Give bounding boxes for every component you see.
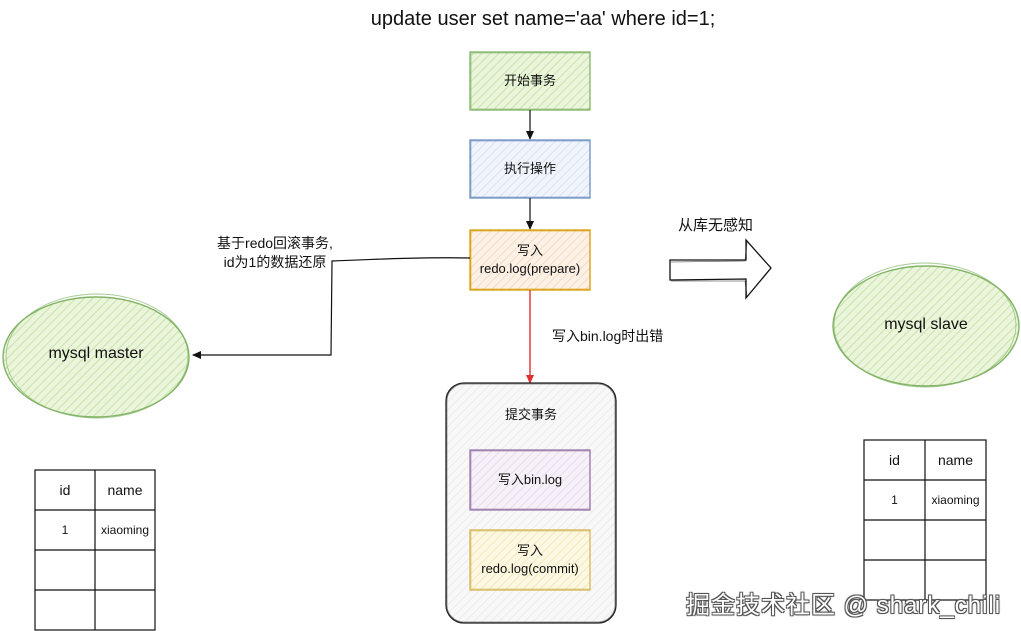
commit-group-label: 提交事务 — [504, 407, 557, 422]
mysql-slave-label: mysql slave — [884, 316, 968, 333]
execute-operation-label: 执行操作 — [503, 161, 556, 176]
mysql-master-node — [2, 293, 190, 419]
begin-transaction-label: 开始事务 — [503, 73, 556, 88]
slave-cell-id: 1 — [891, 493, 898, 507]
master-cell-id: 1 — [61, 523, 69, 537]
error-label: 写入bin.log时出错 — [552, 328, 664, 344]
master-table-grid — [34, 469, 156, 631]
slave-cell-name: xiaoming — [931, 493, 980, 507]
master-header-id: id — [59, 482, 71, 498]
mysql-slave-node — [832, 262, 1020, 388]
rollback-label: 基于redo回滚事务, id为1的数据还原 — [217, 235, 333, 270]
rollback-arrow — [192, 257, 471, 359]
watermark-text: 掘金技术社区 @ shark_chili — [686, 592, 1002, 619]
slave-table-grid — [863, 439, 987, 601]
execute-operation-box — [469, 139, 591, 199]
begin-transaction-box — [469, 51, 591, 111]
master-header-name: name — [107, 482, 143, 498]
slave-unaware-label: 从库无感知 — [678, 217, 754, 234]
slave-block-arrow — [669, 238, 772, 300]
slave-header-id: id — [889, 452, 900, 468]
sql-title: update user set name='aa' where id=1; — [370, 8, 716, 30]
binlog-write-label: 写入bin.log — [497, 472, 563, 487]
binlog-write-box — [469, 449, 591, 511]
master-cell-name: xiaoming — [100, 523, 150, 537]
slave-header-name: name — [937, 452, 974, 468]
mysql-master-label: mysql master — [48, 345, 144, 362]
redo-commit-box — [469, 529, 591, 591]
redo-prepare-label: 写入 redo.log(prepare) — [479, 243, 581, 276]
redo-commit-label: 写入 redo.log(commit) — [481, 543, 579, 576]
